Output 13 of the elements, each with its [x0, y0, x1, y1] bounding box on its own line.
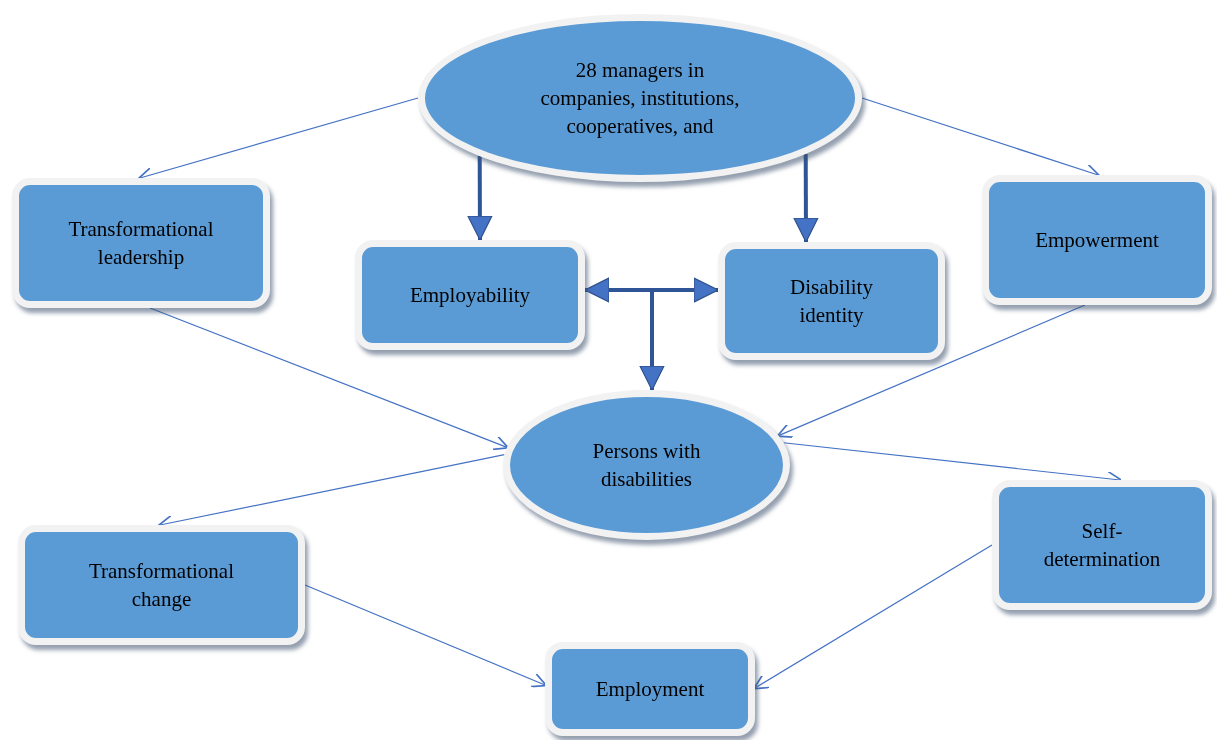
- rounded-box: Self-determination: [992, 480, 1212, 610]
- arrow: [793, 153, 819, 243]
- rounded-box: Transformational leadership: [12, 178, 270, 308]
- rounded-box: Employment: [545, 642, 755, 736]
- rounded-box: Disability identity: [718, 242, 945, 360]
- ellipse-node: Persons with disabilities: [503, 390, 790, 540]
- arrow: [467, 156, 493, 241]
- rounded-box: Employability: [355, 240, 585, 350]
- ellipse-node: 28 managers in companies, institutions, cooperatives, and: [418, 14, 862, 182]
- arrow: [639, 290, 665, 391]
- rounded-box: Transformational change: [18, 525, 305, 645]
- rounded-box: Empowerment: [982, 175, 1212, 305]
- arrow: [584, 277, 719, 303]
